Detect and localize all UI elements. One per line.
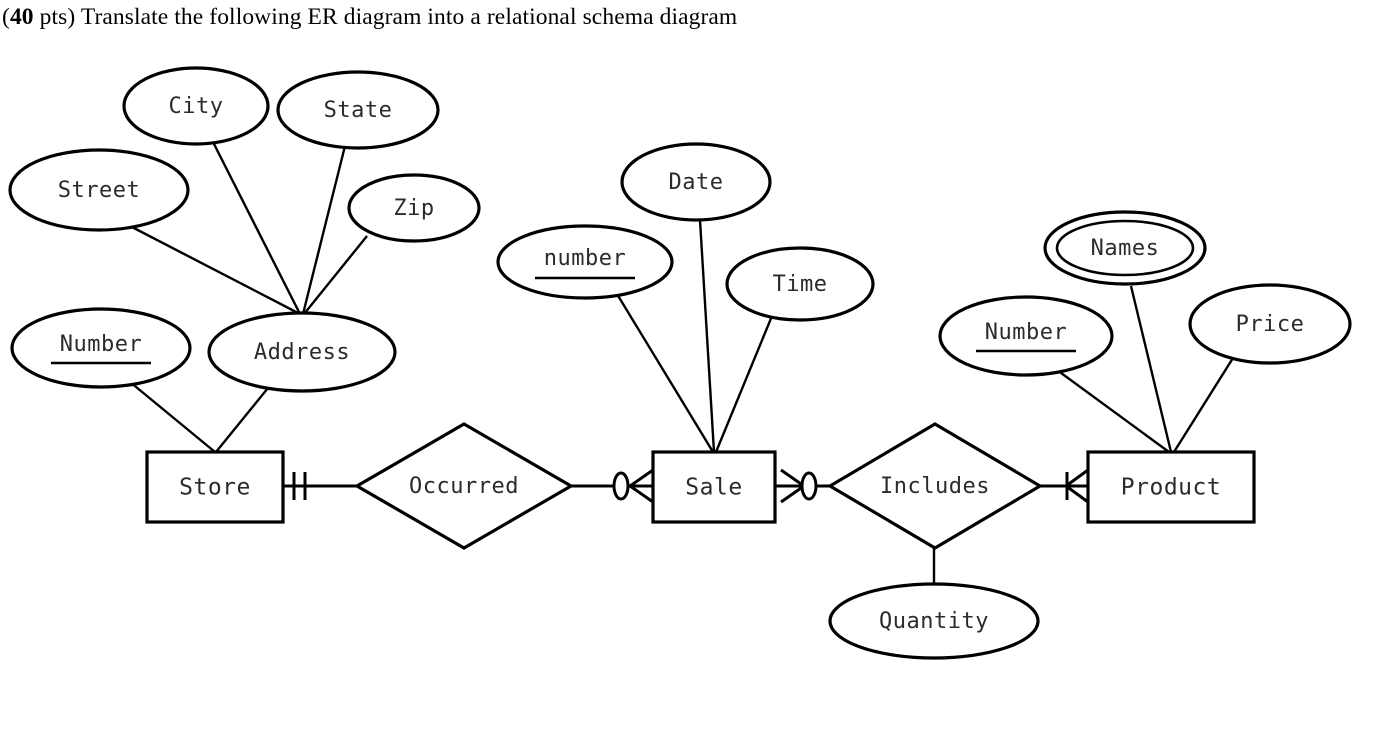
edge-product-number-to-product [1056,369,1170,453]
page-title: (40 pts) Translate the following ER diag… [2,2,1382,32]
er-diagram-canvas: Store Sale Product Occurred Includes Str… [8,66,1352,660]
attribute-price[interactable]: Price [1188,283,1352,365]
cardinality-circle-icon [800,471,818,501]
edge-city-to-address [211,141,302,315]
attribute-sale-number-ellipse[interactable] [496,224,674,300]
attribute-street-label: Street [58,178,140,203]
attribute-store-number-label: Number [60,332,142,357]
attribute-quantity-ellipse[interactable] [828,582,1040,660]
entity-store-label: Store [179,475,251,501]
edge-store-number-to-store [129,381,216,453]
cardinality-crowsfoot-icon [627,468,654,504]
edge-sale-number-to-sale [615,293,715,453]
attribute-names[interactable]: Names [1043,210,1207,286]
attribute-zip-label: Zip [393,196,434,221]
edge-street-to-address [129,224,301,316]
cardinality-circle-icon [612,471,630,501]
attribute-sale-number-label: number [544,246,626,271]
relationship-occurred[interactable]: Occurred [353,422,575,550]
edges-layer [129,141,1235,584]
attribute-city[interactable]: City [122,66,270,146]
entity-product-label: Product [1121,475,1221,501]
cardinality-store-exactly-one [292,472,307,500]
edge-date-to-sale [698,219,716,453]
attribute-date[interactable]: Date [620,142,772,222]
edge-names-to-product [1129,285,1173,453]
relationship-includes[interactable]: Includes [826,422,1044,550]
attribute-product-number-label: Number [985,320,1067,345]
attribute-city-label: City [169,94,224,119]
cardinality-sale-left-zero-or-many [612,468,654,504]
entity-sale-label: Sale [685,475,742,501]
attribute-store-number-ellipse[interactable] [10,307,192,389]
attribute-time[interactable]: Time [725,246,875,322]
attribute-store-address-ellipse[interactable] [207,311,397,393]
attribute-store-address[interactable]: Address [207,311,397,393]
attribute-quantity-label: Quantity [879,609,989,634]
entity-product[interactable]: Product [1086,450,1256,524]
attribute-state-ellipse[interactable] [276,70,440,150]
attribute-quantity[interactable]: Quantity [828,582,1040,660]
attribute-store-address-label: Address [254,340,350,365]
relationship-occurred-label: Occurred [409,474,519,499]
attribute-date-ellipse[interactable] [620,142,772,222]
relationship-includes-label: Includes [880,474,990,499]
attribute-names-label: Names [1091,236,1160,261]
edge-zip-to-address [303,235,368,315]
relationship-includes-diamond[interactable] [826,422,1044,550]
attribute-time-label: Time [773,272,828,297]
attribute-street-ellipse[interactable] [8,148,190,232]
question-points-suffix: pts) [33,4,81,30]
question-points: 40 [9,4,34,30]
question-prefix: ( [2,4,10,30]
attribute-zip[interactable]: Zip [347,173,481,243]
edge-state-to-address [301,145,347,315]
attribute-product-number-ellipse[interactable] [938,295,1114,377]
attribute-sale-number[interactable]: number [496,224,674,300]
attribute-date-label: Date [669,170,724,195]
attribute-time-ellipse[interactable] [725,246,875,322]
attribute-state[interactable]: State [276,70,440,150]
question-text: Translate the following ER diagram into … [80,4,738,30]
cardinality-sale-right-zero-or-many [780,468,818,504]
attribute-city-ellipse[interactable] [122,66,270,146]
cardinality-crowsfoot-icon [1063,468,1089,504]
attribute-store-number[interactable]: Number [10,307,192,389]
attribute-street[interactable]: Street [8,148,190,232]
relationship-occurred-diamond[interactable] [353,422,575,550]
entity-store-box[interactable] [145,450,285,524]
edge-price-to-product [1172,357,1235,453]
attribute-zip-ellipse[interactable] [347,173,481,243]
entity-store[interactable]: Store [145,450,285,524]
attribute-state-label: State [324,98,393,123]
entity-sale[interactable]: Sale [651,450,777,524]
attribute-price-label: Price [1236,312,1305,337]
cardinality-product-one-or-many [1063,468,1089,504]
attribute-names-inner-ellipse [1055,219,1195,277]
edge-time-to-sale [714,315,774,453]
edge-store-address-to-store [215,387,269,453]
attribute-price-ellipse[interactable] [1188,283,1352,365]
attribute-product-number[interactable]: Number [938,295,1114,377]
